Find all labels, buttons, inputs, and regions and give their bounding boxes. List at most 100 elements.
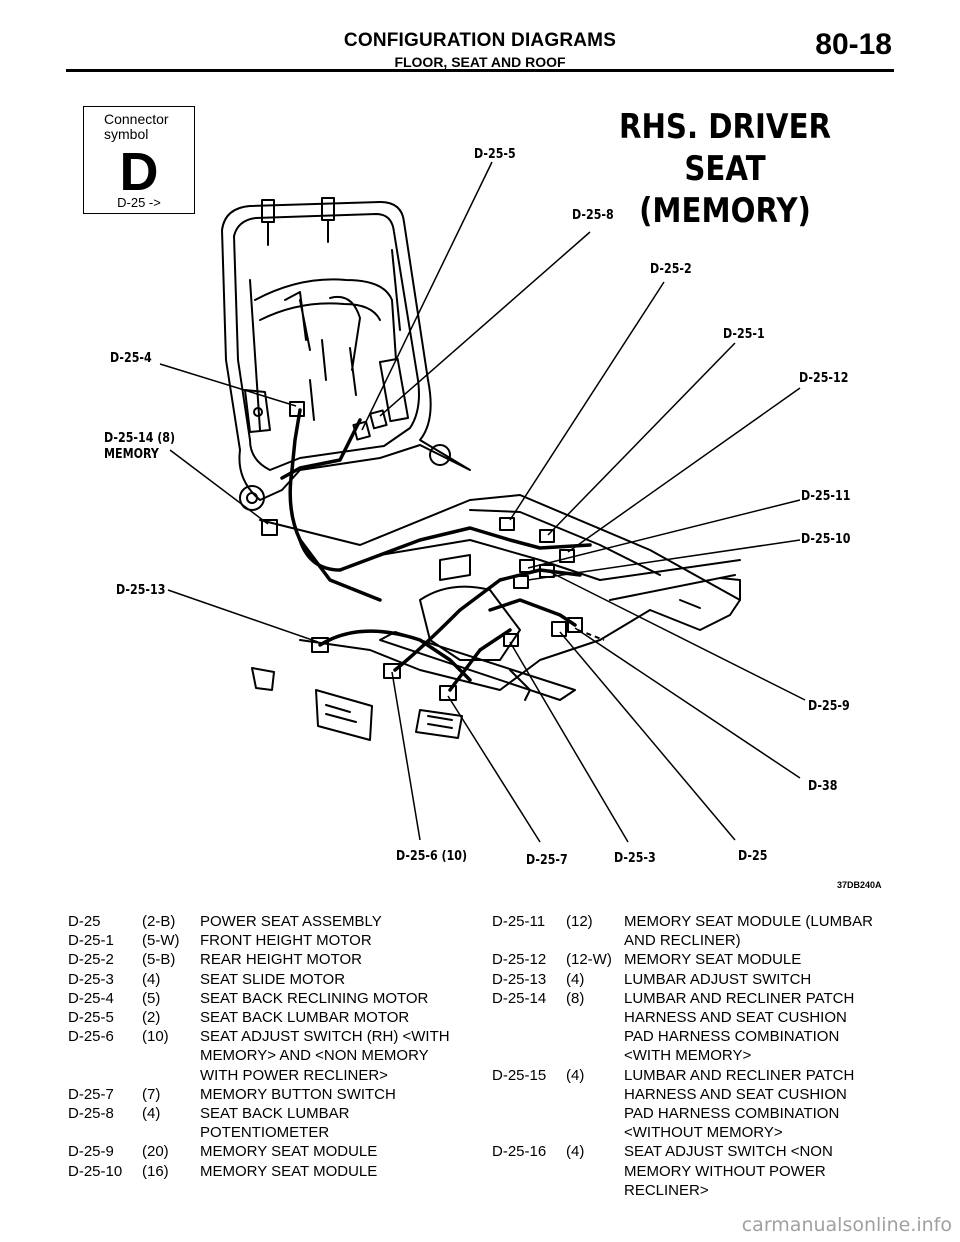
legend-code: D-25-15 — [492, 1066, 547, 1084]
legend-desc: LUMBAR AND RECLINER PATCH HARNESS AND SE… — [624, 989, 855, 1065]
callout-d25-10: D-25-10 — [801, 531, 851, 547]
legend-row: D-25-2 (5-B) REAR HEIGHT MOTOR — [68, 950, 468, 969]
callout-d25-3: D-25-3 — [614, 850, 656, 866]
legend-spec: (16) — [142, 1162, 169, 1180]
callout-d25-8: D-25-8 — [572, 207, 614, 223]
seat-adjust-switch — [315, 689, 373, 741]
legend-code: D-25-2 — [68, 951, 114, 969]
legend-code: D-25-1 — [68, 932, 114, 950]
legend-code: D-25-10 — [68, 1162, 123, 1180]
legend-row: D-25-1 (5-W) FRONT HEIGHT MOTOR — [68, 931, 468, 950]
legend-spec: (4) — [566, 1143, 585, 1161]
legend-desc: REAR HEIGHT MOTOR — [200, 951, 362, 969]
legend-spec: (4) — [566, 970, 585, 988]
legend-row: D-25-16 (4) SEAT ADJUST SWITCH <NON MEMORY… — [492, 1142, 892, 1200]
watermark: carmanualsonline.info — [741, 1214, 952, 1236]
legend-spec: (10) — [142, 1028, 169, 1046]
page-number: 80-18 — [815, 28, 892, 61]
legend-row: D-25-3 (4) SEAT SLIDE MOTOR — [68, 970, 468, 989]
legend-code: D-25-16 — [492, 1143, 547, 1161]
connector-legend-left: D-25 (2-B) POWER SEAT ASSEMBLY D-25-1 (5-W)… — [68, 912, 468, 1181]
legend-code: D-25-11 — [492, 913, 546, 930]
callout-d25-7: D-25-7 — [526, 852, 568, 868]
legend-spec: (2-B) — [142, 913, 176, 930]
lumbar-switch — [251, 667, 275, 691]
legend-desc: POWER SEAT ASSEMBLY — [200, 913, 382, 930]
connector-legend-right: D-25-11 (12) MEMORY SEAT MODULE (LUMBAR AN… — [492, 912, 892, 1200]
connector-symbol-label: Connector symbol — [104, 111, 169, 142]
legend-code: D-25 — [68, 913, 101, 930]
legend-spec: (4) — [142, 970, 161, 988]
legend-spec: (5-B) — [142, 951, 176, 969]
section-subtitle: FLOOR, SEAT AND ROOF — [394, 54, 566, 70]
legend-code: D-25-12 — [492, 951, 547, 969]
legend-code: D-25-13 — [492, 970, 547, 988]
callout-d25-11: D-25-11 — [801, 488, 851, 504]
legend-spec: (12-W) — [566, 951, 612, 969]
legend-row: D-25-13 (4) LUMBAR ADJUST SWITCH — [492, 970, 892, 989]
diagram-title-line1: RHS. DRIVER SEAT — [618, 107, 832, 189]
legend-row: D-25-4 (5) SEAT BACK RECLINING MOTOR — [68, 989, 468, 1008]
legend-spec: (20) — [142, 1143, 169, 1161]
section-title: CONFIGURATION DIAGRAMS — [343, 30, 617, 51]
seat-back-frame — [221, 201, 471, 501]
legend-spec: (12) — [566, 913, 593, 930]
legend-desc: MEMORY SEAT MODULE — [200, 1162, 378, 1180]
legend-code: D-25-14 — [492, 989, 547, 1007]
legend-desc: LUMBAR ADJUST SWITCH — [624, 970, 812, 988]
legend-desc: SEAT BACK LUMBAR POTENTIOMETER — [200, 1105, 350, 1142]
callout-d25-14: D-25-14 (8) MEMORY — [104, 430, 176, 462]
legend-spec: (4) — [142, 1105, 161, 1123]
callout-d25-9: D-25-9 — [808, 698, 850, 714]
connector-symbol-code: D-25 -> — [117, 195, 161, 210]
callout-d25-6: D-25-6 (10) — [396, 848, 468, 864]
connector-symbol-box: Connector symbol D D-25 -> — [83, 106, 195, 214]
legend-desc: LUMBAR AND RECLINER PATCH HARNESS AND SE… — [624, 1066, 855, 1142]
legend-spec: (8) — [566, 989, 585, 1007]
legend-row: D-25-12 (12-W) MEMORY SEAT MODULE — [492, 950, 892, 969]
legend-spec: (7) — [142, 1085, 161, 1103]
legend-row: D-25-9 (20) MEMORY SEAT MODULE — [68, 1142, 468, 1161]
seat-cushion-frame — [259, 494, 741, 691]
callout-d25-4: D-25-4 — [110, 350, 152, 366]
connector-symbol-letter: D — [119, 142, 159, 202]
legend-desc: MEMORY SEAT MODULE — [624, 951, 802, 969]
legend-desc: FRONT HEIGHT MOTOR — [200, 932, 372, 950]
legend-desc: SEAT ADJUST SWITCH <NON MEMORY WITHOUT P… — [624, 1143, 833, 1199]
legend-row: D-25-10 (16) MEMORY SEAT MODULE — [68, 1162, 468, 1181]
diagram-title-line2: (MEMORY) — [639, 191, 811, 231]
callout-d25: D-25 — [738, 848, 768, 864]
figure-code: 37DB240A — [837, 880, 882, 890]
legend-row: D-25-7 (7) MEMORY BUTTON SWITCH — [68, 1085, 468, 1104]
seat-harness-illustration — [159, 161, 806, 843]
legend-row: D-25-6 (10) SEAT ADJUST SWITCH (RH) <WITH … — [68, 1027, 468, 1085]
callout-d25-5: D-25-5 — [474, 146, 516, 162]
legend-code: D-25-7 — [68, 1085, 114, 1103]
legend-desc: MEMORY BUTTON SWITCH — [200, 1085, 396, 1103]
legend-spec: (4) — [566, 1066, 585, 1084]
memory-button-switch — [415, 709, 463, 739]
legend-row: D-25-8 (4) SEAT BACK LUMBAR POTENTIOMETER — [68, 1104, 468, 1142]
legend-desc: SEAT BACK RECLINING MOTOR — [200, 989, 429, 1007]
legend-spec: (5-W) — [142, 932, 180, 950]
legend-spec: (2) — [142, 1009, 161, 1027]
legend-code: D-25-3 — [68, 970, 114, 988]
callout-d25-13: D-25-13 — [116, 582, 166, 598]
callout-d25-1: D-25-1 — [723, 326, 765, 342]
legend-desc: MEMORY SEAT MODULE (LUMBAR AND RECLINER) — [624, 913, 873, 950]
legend-spec: (5) — [142, 989, 161, 1007]
legend-desc: SEAT SLIDE MOTOR — [200, 970, 346, 988]
legend-code: D-25-4 — [68, 989, 114, 1007]
legend-code: D-25-5 — [68, 1009, 114, 1027]
legend-row: D-25 (2-B) POWER SEAT ASSEMBLY — [68, 912, 468, 931]
diagram-title: RHS. DRIVER SEAT (MEMORY) — [600, 106, 849, 232]
callout-d38: D-38 — [808, 778, 838, 794]
legend-code: D-25-6 — [68, 1028, 114, 1046]
legend-desc: MEMORY SEAT MODULE — [200, 1143, 378, 1161]
legend-code: D-25-8 — [68, 1105, 114, 1123]
header-rule — [66, 69, 894, 72]
legend-row: D-25-15 (4) LUMBAR AND RECLINER PATCH HARN… — [492, 1066, 892, 1143]
legend-row: D-25-14 (8) LUMBAR AND RECLINER PATCH HARN… — [492, 989, 892, 1066]
legend-desc: SEAT ADJUST SWITCH (RH) <WITH MEMORY> AN… — [200, 1028, 450, 1084]
legend-code: D-25-9 — [68, 1143, 114, 1161]
